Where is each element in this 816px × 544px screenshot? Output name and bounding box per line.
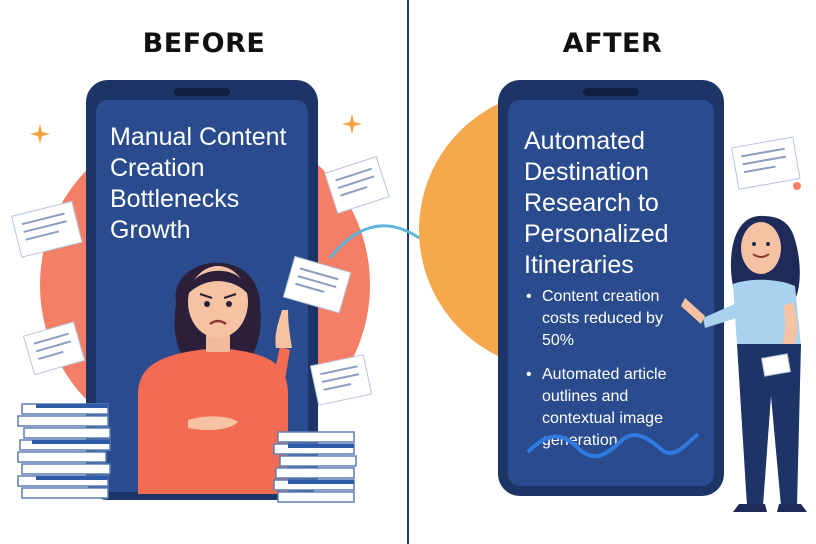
before-title-line: Bottlenecks [110, 185, 240, 213]
after-phone: Automated Destination Research to Person… [498, 80, 724, 496]
phone-notch [583, 88, 639, 96]
after-title-line: Itineraries [524, 251, 634, 279]
benefit-item: Automated article outlines and contextua… [526, 364, 690, 452]
after-title-line: Research to [524, 189, 659, 217]
before-title-line: Creation [110, 154, 205, 182]
before-panel: BEFORE Manual Content Creation Bottlenec… [11, 28, 390, 503]
happy-woman-illustration [681, 215, 807, 512]
document-icon [309, 354, 373, 406]
wave-decoration [526, 432, 700, 459]
after-title-line: Automated [524, 127, 645, 155]
after-phone-screen: Automated Destination Research to Person… [508, 100, 714, 486]
before-phone-title: Manual Content Creation Bottlenecks Grow… [110, 122, 287, 246]
document-icon [22, 321, 86, 376]
sparkle-icon [30, 124, 50, 144]
document-icon [11, 200, 83, 258]
phone-notch [174, 88, 230, 96]
after-phone-title: Automated Destination Research to Person… [524, 126, 669, 281]
document-icon [282, 255, 352, 314]
after-benefit-list: Content creation costs reduced by 50% Au… [526, 286, 690, 464]
after-heading: AFTER [562, 28, 663, 59]
before-heading: BEFORE [142, 28, 266, 59]
after-title-line: Personalized [524, 220, 669, 248]
benefit-item: Content creation costs reduced by 50% [526, 286, 690, 352]
before-title-line: Manual Content [110, 123, 287, 151]
after-panel: AFTER Automated Destination Research to … [409, 0, 816, 544]
document-icon [324, 156, 390, 214]
panel-divider [407, 0, 409, 544]
before-title-line: Growth [110, 216, 191, 244]
paper-stack-icon [273, 431, 357, 503]
sparkle-icon [342, 114, 362, 134]
frustrated-woman-illustration [138, 262, 292, 494]
after-title-line: Destination [524, 158, 650, 186]
document-icon [731, 136, 801, 190]
paper-stack-icon [17, 403, 111, 499]
